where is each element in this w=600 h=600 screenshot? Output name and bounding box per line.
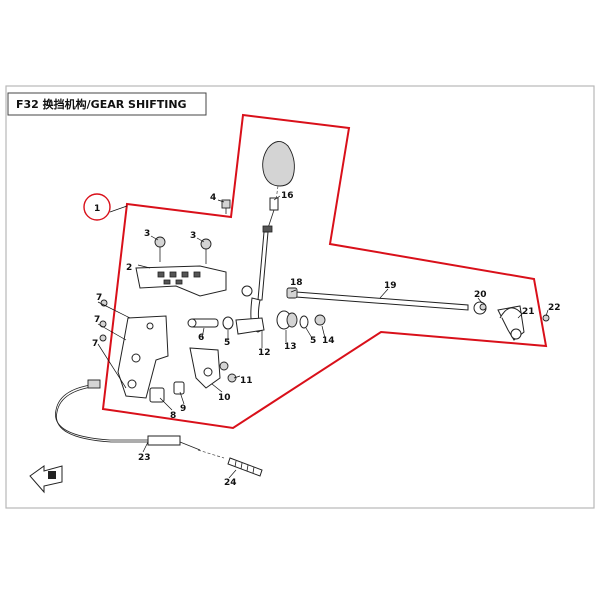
title-block: F32 换挡机构/GEAR SHIFTING bbox=[7, 92, 207, 116]
threaded-rod-24 bbox=[197, 449, 263, 477]
callout-19: 19 bbox=[384, 281, 397, 291]
bushing-9 bbox=[173, 381, 185, 395]
shift-rod bbox=[235, 197, 279, 335]
screw-left-2 bbox=[99, 320, 107, 328]
callout-24: 24 bbox=[224, 478, 237, 488]
diagram-title: F32 换挡机构/GEAR SHIFTING bbox=[16, 97, 187, 111]
bolt-3-right bbox=[200, 238, 212, 264]
callout-5b: 5 bbox=[310, 336, 316, 346]
callout-5a: 5 bbox=[224, 338, 230, 348]
pin-6 bbox=[187, 318, 219, 328]
spring-13 bbox=[276, 310, 298, 330]
callout-4: 4 bbox=[210, 193, 216, 203]
nut-11 bbox=[219, 361, 237, 383]
lever-10 bbox=[189, 347, 221, 389]
callout-1: 1 bbox=[83, 193, 128, 221]
callout-21: 21 bbox=[522, 307, 535, 317]
callout-11: 11 bbox=[240, 376, 253, 386]
leader-lines bbox=[97, 195, 549, 479]
shift-cable bbox=[55, 379, 201, 451]
pin-20 bbox=[479, 303, 487, 311]
washer-5-right bbox=[299, 315, 309, 329]
callout-3a: 3 bbox=[144, 229, 150, 239]
svg-text:1: 1 bbox=[94, 204, 100, 214]
callout-9: 9 bbox=[180, 404, 186, 414]
callout-7c: 7 bbox=[92, 339, 98, 349]
callout-22: 22 bbox=[548, 303, 561, 313]
screw-left-3 bbox=[99, 334, 107, 342]
callout-6: 6 bbox=[198, 333, 204, 343]
callout-16: 16 bbox=[281, 191, 294, 201]
callout-12: 12 bbox=[258, 348, 271, 358]
bolt-4 bbox=[221, 199, 231, 214]
callout-18: 18 bbox=[290, 278, 303, 288]
callout-23: 23 bbox=[138, 453, 151, 463]
bolt-3-left bbox=[154, 236, 166, 262]
callout-3b: 3 bbox=[190, 231, 196, 241]
callout-20: 20 bbox=[474, 290, 487, 300]
callout-7a: 7 bbox=[96, 293, 102, 303]
shift-shaft bbox=[286, 287, 469, 311]
callout-13: 13 bbox=[284, 342, 297, 352]
assembly-outline bbox=[101, 113, 548, 430]
mounting-plate bbox=[117, 315, 169, 399]
front-direction-arrow-icon bbox=[29, 465, 63, 494]
callout-14: 14 bbox=[322, 336, 335, 346]
callout-8: 8 bbox=[170, 411, 176, 421]
washer-5-left bbox=[222, 316, 234, 330]
diagram-frame bbox=[5, 85, 595, 509]
callout-2: 2 bbox=[126, 263, 132, 273]
cover-bracket bbox=[135, 265, 227, 297]
nut-14 bbox=[314, 314, 326, 326]
callout-7b: 7 bbox=[94, 315, 100, 325]
callout-10: 10 bbox=[218, 393, 231, 403]
